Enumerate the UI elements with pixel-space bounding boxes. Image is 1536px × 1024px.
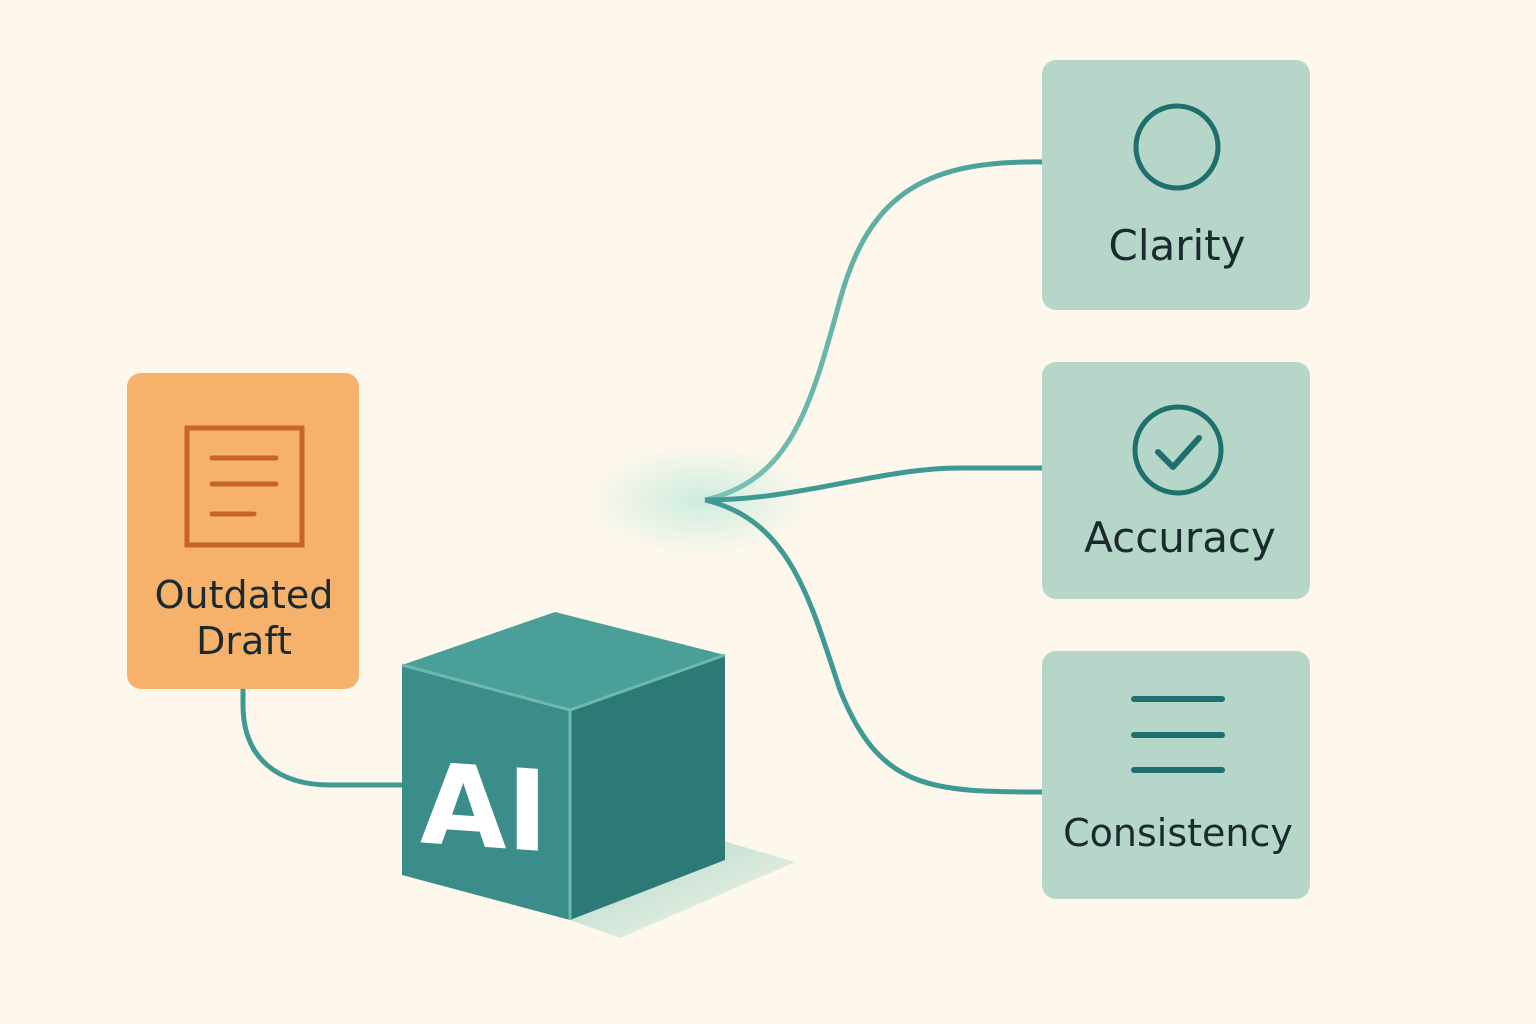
connector-to-accuracy (704, 465, 1045, 503)
output-card-consistency: Consistency (1042, 651, 1310, 899)
output-label-clarity: Clarity (1109, 221, 1246, 270)
output-label-accuracy: Accuracy (1084, 513, 1276, 562)
cube-side-face (570, 655, 725, 920)
output-card-clarity: Clarity (1042, 60, 1310, 310)
connector-to-consistency (704, 497, 1046, 795)
ai-cube: AI (401, 612, 795, 938)
output-card-accuracy: Accuracy (1042, 362, 1310, 599)
check-circle-icon (1132, 404, 1224, 496)
draft-label-line2: Draft (196, 619, 292, 663)
lines-icon (1131, 696, 1225, 773)
output-label-consistency: Consistency (1063, 811, 1293, 855)
cube-front-face (402, 665, 570, 920)
connector-to-clarity (704, 159, 1046, 503)
outdated-draft-card: Outdated Draft (127, 373, 359, 689)
ai-label: AI (420, 739, 548, 878)
cube-shadow (570, 840, 795, 938)
draft-label-line1: Outdated (155, 573, 334, 617)
circle-icon (1133, 103, 1221, 191)
connector-draft-to-ai (240, 688, 405, 788)
document-icon (184, 425, 305, 548)
